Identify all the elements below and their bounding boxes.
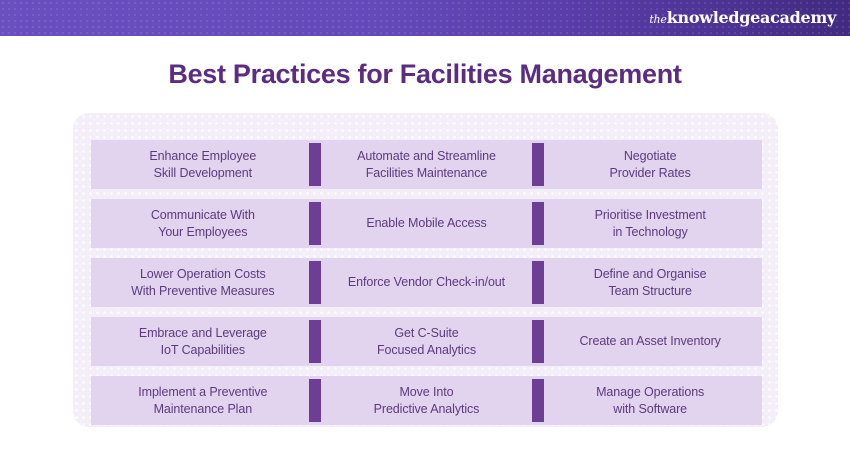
practice-cell-label: Communicate With Your Employees [150, 207, 255, 239]
practice-cell: Implement a Preventive Maintenance Plan [91, 376, 315, 425]
practice-cell-label: Prioritise Investment in Technology [594, 207, 706, 239]
page-title: Best Practices for Facilities Management [168, 59, 682, 89]
practice-cell: Negotiate Provider Rates [538, 140, 762, 189]
practice-cell: Communicate With Your Employees [91, 199, 315, 248]
practice-cell: Automate and Streamline Facilities Maint… [314, 140, 539, 189]
practice-cell-label: Create an Asset Inventory [579, 334, 721, 349]
practice-cell-label: Lower Operation Costs With Preventive Me… [131, 266, 275, 298]
logo-the-text: the [649, 13, 667, 26]
logo-knowledgeacademy-text: knowledgeacademy [666, 8, 837, 27]
practice-cell: Create an Asset Inventory [538, 317, 762, 366]
practice-cell: Prioritise Investment in Technology [538, 199, 762, 248]
practice-cell-label: Negotiate Provider Rates [609, 148, 691, 180]
practice-cell-label: Get C-Suite Focused Analytics [376, 325, 477, 357]
practice-cell: Embrace and Leverage IoT Capabilities [91, 317, 315, 366]
practice-cell-label: Enforce Vendor Check-in/out [347, 275, 506, 290]
practice-cell: Move Into Predictive Analytics [314, 376, 539, 425]
practice-cell-label: Implement a Preventive Maintenance Plan [138, 384, 268, 416]
practice-cell: Define and Organise Team Structure [538, 258, 762, 307]
practice-cell: Enforce Vendor Check-in/out [314, 258, 539, 307]
practice-cell-label: Automate and Streamline Facilities Maint… [357, 148, 496, 180]
practice-cell-label: Manage Operations with Software [596, 384, 705, 416]
practice-cell: Enhance Employee Skill Development [91, 140, 315, 189]
brand-header-bar: theknowledgeacademy [0, 0, 850, 36]
practice-cell: Manage Operations with Software [538, 376, 762, 425]
best-practices-grid: Enhance Employee Skill Development Automa… [91, 140, 762, 425]
practice-cell: Get C-Suite Focused Analytics [314, 317, 539, 366]
practice-cell-label: Define and Organise Team Structure [593, 266, 707, 298]
practice-cell-label: Embrace and Leverage IoT Capabilities [138, 325, 267, 357]
practice-cell: Lower Operation Costs With Preventive Me… [91, 258, 315, 307]
knowledge-academy-logo: theknowledgeacademy [649, 10, 836, 26]
practice-cell-label: Move Into Predictive Analytics [373, 384, 480, 416]
practice-cell-label: Enable Mobile Access [366, 216, 487, 231]
practice-cell: Enable Mobile Access [314, 199, 539, 248]
practice-cell-label: Enhance Employee Skill Development [149, 148, 257, 180]
